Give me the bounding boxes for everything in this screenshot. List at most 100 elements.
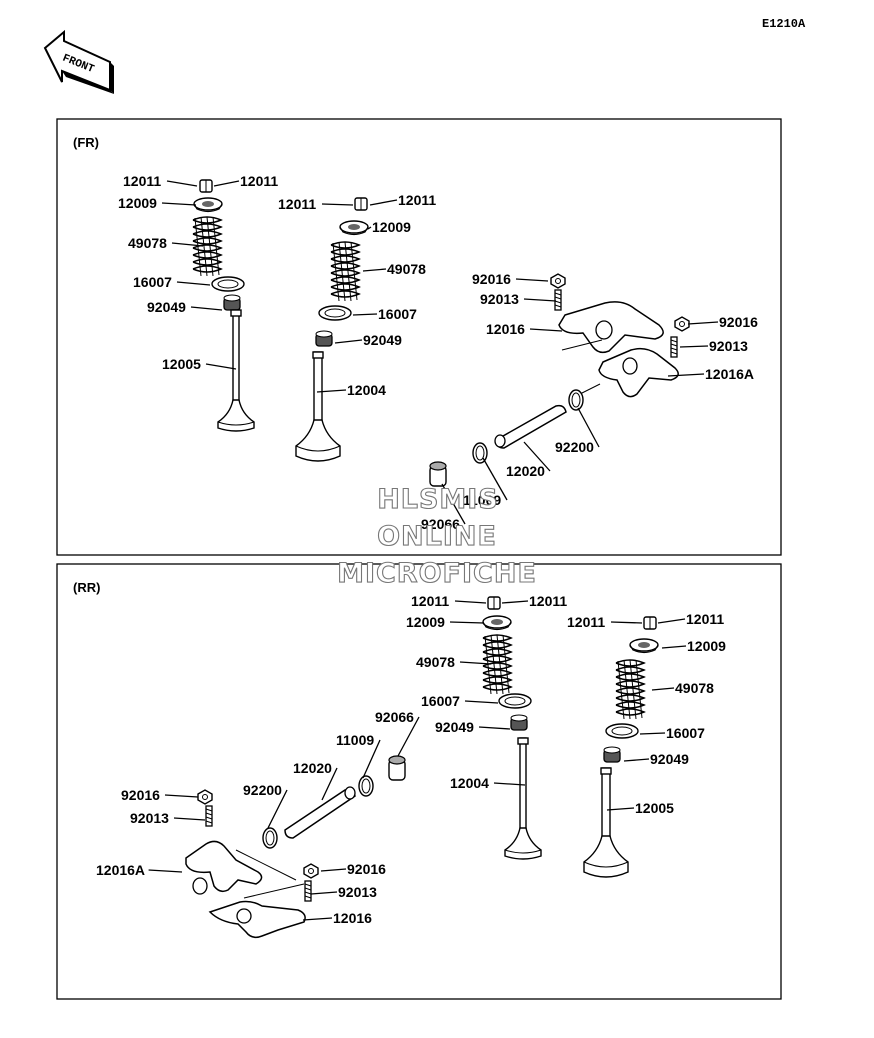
part-label-rr-12004: 12004 bbox=[450, 775, 489, 791]
rr-section-title: (RR) bbox=[73, 580, 100, 595]
part-label-rr-92049-b: 92049 bbox=[650, 751, 689, 767]
fr-section-frame bbox=[56, 118, 782, 556]
leader-line-fr-12011-a bbox=[166, 180, 198, 187]
part-label-fr-92049-b: 92049 bbox=[363, 332, 402, 348]
leader-line-fr-92013-a bbox=[523, 298, 557, 302]
leader-line-fr-12011-d bbox=[369, 199, 398, 206]
part-label-rr-12011-a: 12011 bbox=[411, 593, 449, 609]
leader-line-fr-92016-b bbox=[687, 321, 719, 325]
leader-line-rr-92200 bbox=[267, 789, 288, 829]
part-label-fr-12011-c: 12011 bbox=[278, 196, 316, 212]
part-label-rr-92016-b: 92016 bbox=[347, 861, 386, 877]
leader-line-fr-49078-b bbox=[362, 268, 387, 272]
part-label-fr-12004: 12004 bbox=[347, 382, 386, 398]
part-label-fr-11009: 11009 bbox=[463, 492, 501, 508]
part-label-rr-49078-a: 49078 bbox=[416, 654, 455, 670]
leader-line-rr-12020 bbox=[321, 767, 338, 801]
leader-line-fr-12011-b bbox=[213, 180, 240, 187]
leader-line-rr-12011-c bbox=[610, 621, 643, 624]
part-label-fr-12016: 12016 bbox=[486, 321, 525, 337]
part-label-rr-92013-a: 92013 bbox=[130, 810, 169, 826]
leader-line-rr-12016 bbox=[302, 917, 333, 921]
part-label-fr-12011-b: 12011 bbox=[240, 173, 278, 189]
rr-section-frame bbox=[56, 563, 782, 1000]
leader-line-rr-12009-a bbox=[449, 621, 485, 624]
leader-line-rr-92016-a bbox=[164, 794, 199, 798]
leader-line-rr-49078-b bbox=[651, 687, 675, 691]
part-label-rr-92066: 92066 bbox=[375, 709, 414, 725]
part-label-rr-12011-b: 12011 bbox=[529, 593, 567, 609]
part-label-rr-92200: 92200 bbox=[243, 782, 282, 798]
leader-line-rr-12011-b bbox=[501, 600, 529, 604]
part-label-rr-12011-c: 12011 bbox=[567, 614, 605, 630]
part-label-fr-92013-b: 92013 bbox=[709, 338, 748, 354]
part-label-fr-12009-b: 12009 bbox=[372, 219, 411, 235]
leader-line-rr-92013-a bbox=[173, 817, 206, 821]
front-arrow-icon: FRONT bbox=[43, 29, 114, 94]
leader-line-rr-12016A bbox=[148, 869, 183, 873]
part-label-rr-12005: 12005 bbox=[635, 800, 674, 816]
leader-line-fr-12009-b bbox=[367, 226, 372, 230]
part-label-rr-12020: 12020 bbox=[293, 760, 332, 776]
part-label-rr-92049-a: 92049 bbox=[435, 719, 474, 735]
leader-line-fr-12004 bbox=[316, 389, 347, 393]
leader-line-rr-49078-a bbox=[459, 661, 492, 665]
part-label-fr-92049-a: 92049 bbox=[147, 299, 186, 315]
part-label-rr-16007-a: 16007 bbox=[421, 693, 460, 709]
part-label-fr-16007-a: 16007 bbox=[133, 274, 172, 290]
leader-line-fr-12011-c bbox=[321, 203, 354, 206]
leader-line-rr-12009-b bbox=[661, 645, 687, 649]
part-label-fr-16007-b: 16007 bbox=[378, 306, 417, 322]
part-label-fr-12011-a: 12011 bbox=[123, 173, 161, 189]
part-label-fr-92200: 92200 bbox=[555, 439, 594, 455]
leader-line-fr-12016A bbox=[667, 373, 705, 377]
leader-line-fr-92200 bbox=[577, 407, 600, 448]
leader-line-fr-16007-b bbox=[352, 313, 378, 316]
part-label-fr-92016-b: 92016 bbox=[719, 314, 758, 330]
rr-parts bbox=[185, 596, 659, 939]
leader-line-rr-92013-b bbox=[310, 891, 338, 895]
leader-line-fr-92049-a bbox=[190, 306, 223, 311]
leader-line-rr-92066 bbox=[397, 716, 420, 757]
part-label-rr-16007-b: 16007 bbox=[666, 725, 705, 741]
leader-line-fr-16007-a bbox=[176, 281, 211, 286]
leader-line-fr-92013-b bbox=[679, 345, 709, 348]
fr-parts bbox=[192, 179, 690, 487]
leader-line-fr-11009 bbox=[482, 457, 508, 501]
leader-line-rr-12011-d bbox=[657, 618, 686, 624]
part-label-fr-12016A: 12016A bbox=[705, 366, 754, 382]
leader-line-fr-92066 bbox=[441, 483, 466, 525]
part-label-rr-92013-b: 92013 bbox=[338, 884, 377, 900]
part-label-fr-92066: 92066 bbox=[421, 516, 460, 532]
part-label-rr-12011-d: 12011 bbox=[686, 611, 724, 627]
part-label-rr-12016A: 12016A bbox=[96, 862, 145, 878]
part-label-fr-49078-b: 49078 bbox=[387, 261, 426, 277]
part-label-fr-92013-a: 92013 bbox=[480, 291, 519, 307]
leader-line-rr-11009 bbox=[362, 739, 381, 779]
leader-line-fr-12020 bbox=[523, 441, 551, 472]
leader-line-rr-16007-a bbox=[464, 700, 499, 704]
part-label-fr-12020: 12020 bbox=[506, 463, 545, 479]
leader-line-fr-49078-a bbox=[171, 242, 204, 247]
part-label-fr-12011-d: 12011 bbox=[398, 192, 436, 208]
leader-line-rr-92049-a bbox=[478, 726, 511, 730]
leader-line-fr-12009-a bbox=[161, 202, 197, 206]
part-label-fr-12005: 12005 bbox=[162, 356, 201, 372]
leader-line-fr-12016 bbox=[529, 328, 563, 332]
fr-section-title: (FR) bbox=[73, 135, 99, 150]
leader-line-fr-12005 bbox=[205, 363, 237, 370]
part-label-rr-11009: 11009 bbox=[336, 732, 374, 748]
watermark-line-3: MICROFICHE bbox=[337, 558, 537, 589]
leader-line-fr-92016-a bbox=[515, 278, 549, 282]
diagram-code: E1210A bbox=[762, 17, 806, 31]
leader-line-rr-16007-b bbox=[639, 732, 666, 735]
part-label-fr-12009-a: 12009 bbox=[118, 195, 157, 211]
part-label-rr-92016-a: 92016 bbox=[121, 787, 160, 803]
part-label-rr-12016: 12016 bbox=[333, 910, 372, 926]
part-label-rr-12009-a: 12009 bbox=[406, 614, 445, 630]
part-label-fr-49078-a: 49078 bbox=[128, 235, 167, 251]
watermark-line-1: HLSMIS bbox=[377, 484, 499, 515]
part-label-fr-92016-a: 92016 bbox=[472, 271, 511, 287]
